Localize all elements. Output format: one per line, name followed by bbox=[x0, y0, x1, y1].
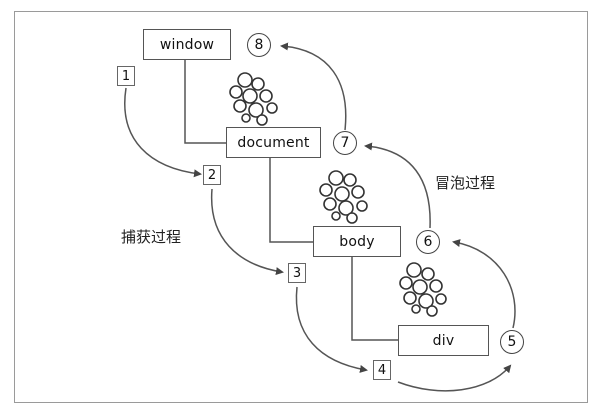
bubble-step-5: 5 bbox=[500, 330, 524, 354]
tree-line-body-div bbox=[352, 257, 398, 340]
node-window: window bbox=[143, 29, 231, 60]
bubble-step-6: 6 bbox=[416, 230, 440, 254]
capture-arrow-1-2 bbox=[125, 88, 200, 174]
node-body: body bbox=[313, 226, 401, 257]
capture-phase-label: 捕获过程 bbox=[121, 226, 181, 247]
capture-arrow-2-3 bbox=[212, 189, 282, 272]
bubble-phase-label: 冒泡过程 bbox=[435, 172, 495, 193]
bubble-arrow-7-8 bbox=[282, 46, 346, 130]
capture-step-1: 1 bbox=[117, 66, 135, 86]
node-document: document bbox=[226, 127, 321, 158]
capture-arrow-3-4 bbox=[296, 287, 366, 370]
bubble-cluster-2-icon bbox=[320, 171, 367, 223]
capture-step-2: 2 bbox=[203, 165, 221, 185]
bubble-step-8: 8 bbox=[247, 33, 271, 57]
bubble-step-7: 7 bbox=[333, 131, 357, 155]
tree-line-document-body bbox=[270, 158, 313, 242]
bubble-arrow-6-7 bbox=[366, 146, 430, 228]
bubble-arrow-5-6 bbox=[454, 242, 515, 328]
capture-step-3: 3 bbox=[288, 263, 306, 283]
capture-arrow-4-5 bbox=[398, 366, 510, 391]
node-div: div bbox=[398, 325, 489, 356]
bubble-cluster-1-icon bbox=[230, 73, 277, 125]
capture-step-4: 4 bbox=[373, 360, 391, 380]
bubble-cluster-3-icon bbox=[400, 263, 446, 316]
tree-line-window-document bbox=[185, 60, 226, 143]
